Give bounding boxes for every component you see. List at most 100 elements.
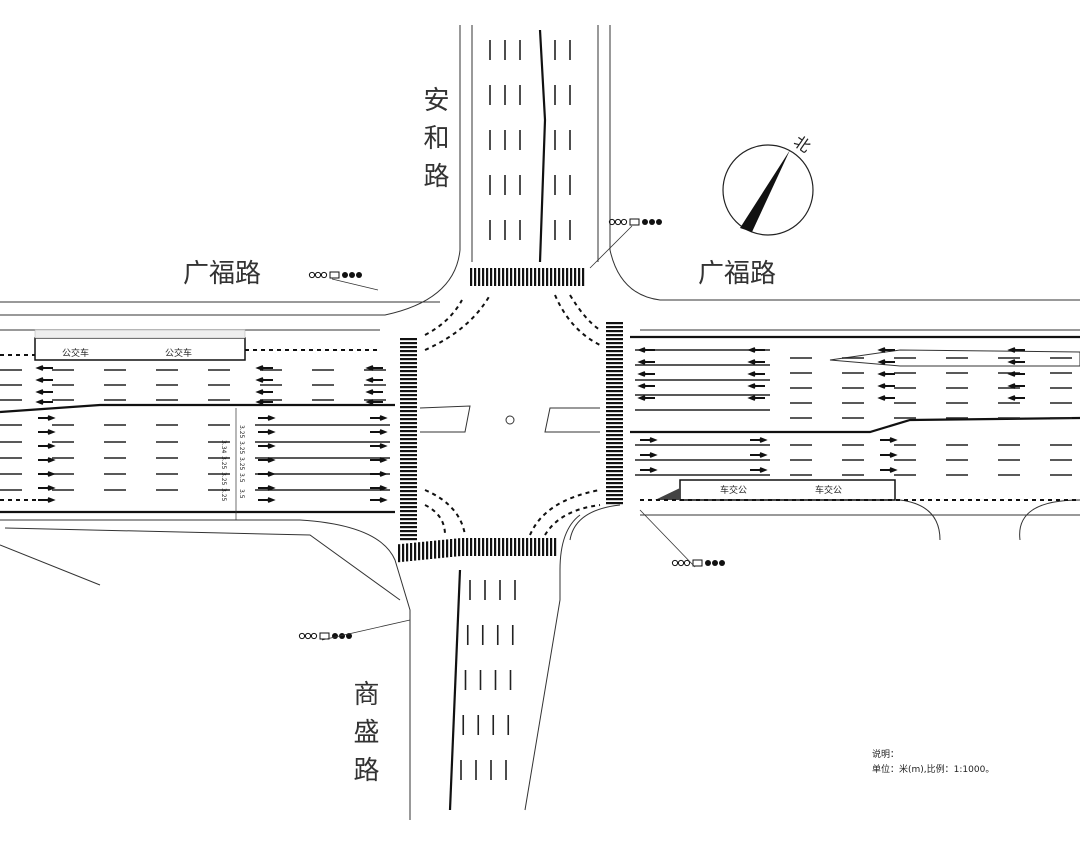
crosswalk-stripe: [538, 268, 541, 286]
crosswalk-stripe: [606, 458, 623, 461]
crosswalk-stripe: [400, 458, 417, 461]
road-label-south: 商盛路: [349, 680, 379, 794]
crosswalk-stripe: [400, 490, 417, 493]
crosswalk-stripe: [606, 442, 623, 445]
arrow-east: [880, 452, 898, 458]
crosswalk-stripe: [530, 538, 533, 556]
crosswalk-stripe: [486, 538, 489, 556]
crosswalk-stripe: [430, 541, 433, 559]
dimension-label: 3.25: [220, 456, 227, 470]
signal-box: [329, 271, 340, 279]
crosswalk-stripe: [400, 446, 417, 449]
signal-lamp: [339, 633, 345, 639]
crosswalk-stripe: [606, 498, 623, 501]
crosswalk-stripe: [462, 538, 465, 556]
crosswalk-stripe: [578, 268, 581, 286]
arrow-east: [880, 467, 898, 473]
crosswalk-stripe: [542, 538, 545, 556]
arrow-east: [370, 443, 388, 449]
signal-lamp: [656, 219, 662, 225]
arrow-west: [1007, 359, 1025, 365]
crosswalk-stripe: [514, 268, 517, 286]
arrow-west: [255, 365, 273, 371]
crosswalk-stripe: [400, 482, 417, 485]
arrow-west: [35, 399, 53, 405]
signal-arrow-lamp: [614, 218, 622, 226]
arrow-west: [35, 377, 53, 383]
crosswalk-stripe: [606, 462, 623, 465]
crosswalk-stripe: [400, 366, 417, 369]
crosswalk-stripe: [418, 542, 421, 561]
crosswalk-stripe: [470, 268, 473, 286]
dimension-label: 3.34: [220, 440, 227, 454]
dimension-label: 3.5: [238, 473, 245, 483]
arrow-west: [877, 383, 895, 389]
arrow-west: [35, 365, 53, 371]
lane-markings: [0, 40, 1072, 780]
signal-lamp: [719, 560, 725, 566]
bus-lane-label: 公交车: [165, 347, 192, 359]
crosswalk-stripe: [486, 268, 489, 286]
crosswalk-stripe: [482, 538, 485, 556]
crosswalk-stripe: [606, 346, 623, 349]
crosswalk-stripe: [434, 540, 437, 559]
arrow-east: [370, 415, 388, 421]
arrow-east: [370, 485, 388, 491]
crosswalk-stripe: [606, 486, 623, 489]
signal-south-west-icon: [298, 619, 411, 641]
arrow-west: [1007, 395, 1025, 401]
arrow-east: [750, 467, 768, 473]
crosswalk-stripe: [400, 342, 417, 345]
crosswalk-stripe: [400, 414, 417, 417]
arrow-east: [370, 471, 388, 477]
signal-leader: [639, 509, 696, 568]
crosswalk-stripe: [400, 478, 417, 481]
bus-lane-label: 车交公: [815, 484, 842, 496]
crosswalks: [398, 268, 623, 563]
bus-lane-label: 公交车: [62, 347, 89, 359]
crosswalk-stripe: [606, 426, 623, 429]
signal-lamp: [712, 560, 718, 566]
crosswalk-stripe: [454, 538, 457, 557]
arrow-west: [1007, 347, 1025, 353]
crosswalk-stripe: [498, 538, 501, 556]
dimension-label: 3.25: [238, 425, 245, 439]
crosswalk-stripe: [400, 410, 417, 413]
arrow-east: [258, 429, 276, 435]
arrow-west: [255, 377, 273, 383]
arrow-west: [1007, 383, 1025, 389]
crosswalk-stripe: [400, 386, 417, 389]
crosswalk-stripe: [400, 370, 417, 373]
arrow-west: [747, 395, 765, 401]
crosswalk-stripe: [400, 526, 417, 529]
dimension-label: 3.25: [220, 488, 227, 502]
crosswalk-stripe: [606, 482, 623, 485]
arrow-east: [258, 415, 276, 421]
crosswalk-stripe: [606, 474, 623, 477]
signal-box: [629, 218, 640, 226]
arrow-east: [640, 437, 658, 443]
crosswalk-stripe: [562, 268, 565, 286]
arrow-west: [637, 383, 655, 389]
signal-box: [319, 632, 330, 640]
arrow-west: [255, 389, 273, 395]
crosswalk-stripe: [400, 338, 417, 341]
signal-arrow-lamp: [320, 271, 328, 279]
arrow-west: [255, 399, 273, 405]
crosswalk-stripe: [400, 354, 417, 357]
arrow-east: [38, 457, 56, 463]
crosswalk-stripe: [606, 378, 623, 381]
crosswalk-stripe: [446, 539, 449, 558]
crosswalk-stripe: [400, 406, 417, 409]
crosswalk-stripe: [554, 538, 557, 556]
crosswalk-stripe: [400, 378, 417, 381]
crosswalk-stripe: [542, 268, 545, 286]
crosswalk-stripe: [606, 434, 623, 437]
crosswalk-stripe: [478, 538, 481, 556]
crosswalk-stripe: [606, 322, 623, 325]
signal-arrow-lamp: [683, 559, 691, 567]
crosswalk-stripe: [522, 268, 525, 286]
crosswalk-stripe: [606, 358, 623, 361]
arrow-east: [880, 437, 898, 443]
crosswalk-stripe: [400, 350, 417, 353]
